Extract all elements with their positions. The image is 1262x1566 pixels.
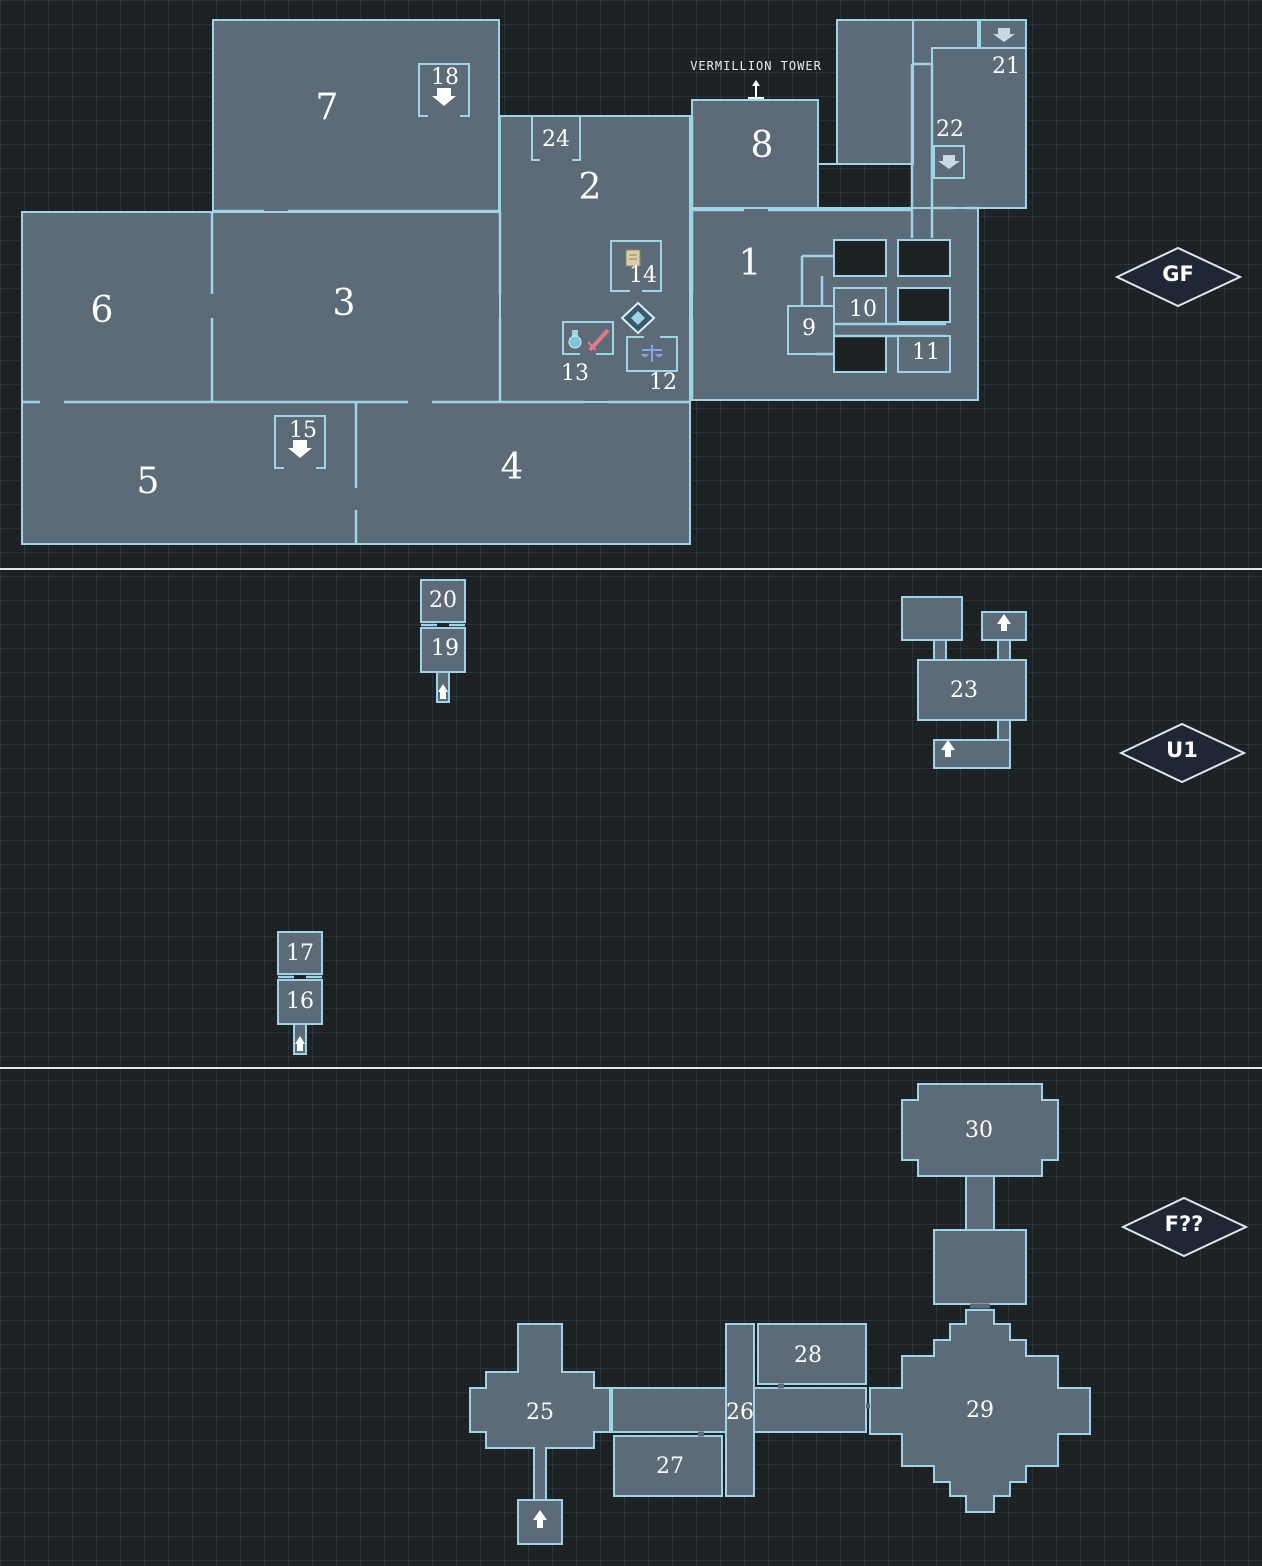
room-label: 14 xyxy=(629,263,657,288)
room-19[interactable] xyxy=(420,627,466,673)
room-label: 28 xyxy=(794,1343,822,1368)
floor-badge-u1[interactable]: U1 xyxy=(1118,722,1247,784)
floor-gf: VERMILLION TOWER 1 2 3 4 5 6 7 8 9 10 11… xyxy=(21,19,1243,545)
room-10[interactable] xyxy=(833,287,887,325)
sword-icon xyxy=(587,328,610,352)
stairs-up-icon xyxy=(997,614,1011,631)
room-label: 10 xyxy=(849,297,877,322)
svg-text:U1: U1 xyxy=(1166,738,1198,762)
room-9[interactable] xyxy=(787,305,835,355)
room-label: 17 xyxy=(286,941,314,966)
room-label: 15 xyxy=(289,418,317,443)
room-27[interactable] xyxy=(613,1435,723,1497)
room-30-lower xyxy=(933,1229,1027,1305)
floor-u1: 20 19 23 17 16 U1 xyxy=(277,579,1247,1055)
room-label: 25 xyxy=(526,1400,554,1425)
corridor xyxy=(997,639,1011,661)
tower-label: VERMILLION TOWER xyxy=(690,59,822,73)
save-point-icon xyxy=(620,301,656,335)
room-28[interactable] xyxy=(757,1323,867,1385)
room-label: 7 xyxy=(316,87,339,128)
tower-entrance xyxy=(748,80,764,99)
room-label: 22 xyxy=(936,117,964,142)
floor-badge-gf[interactable]: GF xyxy=(1114,246,1243,308)
room-label: 19 xyxy=(431,636,459,661)
room-23-annex xyxy=(901,596,963,641)
corridor-north-east xyxy=(836,19,914,165)
room-label: 2 xyxy=(579,167,602,208)
room-label: 23 xyxy=(950,678,978,703)
room-label: 4 xyxy=(501,447,524,488)
room-26-vertical xyxy=(725,1323,755,1497)
room-23[interactable] xyxy=(917,659,1027,721)
stairs-down-icon xyxy=(938,155,960,169)
scales-icon xyxy=(641,345,663,362)
svg-text:F??: F?? xyxy=(1165,1212,1204,1236)
room-label: 29 xyxy=(966,1398,994,1423)
room-14[interactable] xyxy=(610,240,662,292)
room-label: 3 xyxy=(333,283,356,324)
room-label: 6 xyxy=(91,290,114,331)
stairs-up-icon xyxy=(533,1510,547,1528)
stairs-down-icon xyxy=(432,88,456,106)
corridor xyxy=(933,639,947,661)
floor-badge-fqq[interactable]: F?? xyxy=(1120,1196,1249,1258)
room-label: 5 xyxy=(137,461,160,502)
room-label: 21 xyxy=(992,54,1020,79)
room-label: 12 xyxy=(649,370,677,395)
stairs-up-icon xyxy=(941,740,955,757)
room-11[interactable] xyxy=(897,335,951,373)
room-29[interactable] xyxy=(869,1309,1091,1513)
room-21-22-area xyxy=(931,47,1027,209)
scroll-icon xyxy=(625,249,641,267)
room-label: 20 xyxy=(429,588,457,613)
stairs-up-icon xyxy=(438,684,448,692)
room-17[interactable] xyxy=(277,931,323,975)
stairs-down-icon xyxy=(993,28,1015,42)
room-label: 9 xyxy=(802,316,816,341)
room-label: 16 xyxy=(286,989,314,1014)
room-label: 8 xyxy=(751,125,774,166)
room-label: 18 xyxy=(431,65,459,90)
room-label: 30 xyxy=(965,1118,993,1143)
room-label: 27 xyxy=(656,1454,684,1479)
room-16[interactable] xyxy=(277,979,323,1025)
room-label: 13 xyxy=(561,361,589,386)
floor-fqq: 30 29 26 28 27 25 F?? xyxy=(469,1083,1249,1545)
svg-text:GF: GF xyxy=(1162,262,1194,286)
stairs-up-icon xyxy=(295,1036,305,1044)
room-label: 11 xyxy=(912,340,940,365)
room-8[interactable] xyxy=(691,99,819,213)
stairs-down-icon xyxy=(288,440,312,458)
room-label: 1 xyxy=(739,243,762,284)
room-label: 24 xyxy=(542,127,570,152)
room-20[interactable] xyxy=(420,579,466,623)
room-30[interactable] xyxy=(901,1083,1059,1177)
potion-icon xyxy=(568,330,582,349)
room-label: 26 xyxy=(726,1400,754,1425)
corridor xyxy=(965,1175,995,1231)
